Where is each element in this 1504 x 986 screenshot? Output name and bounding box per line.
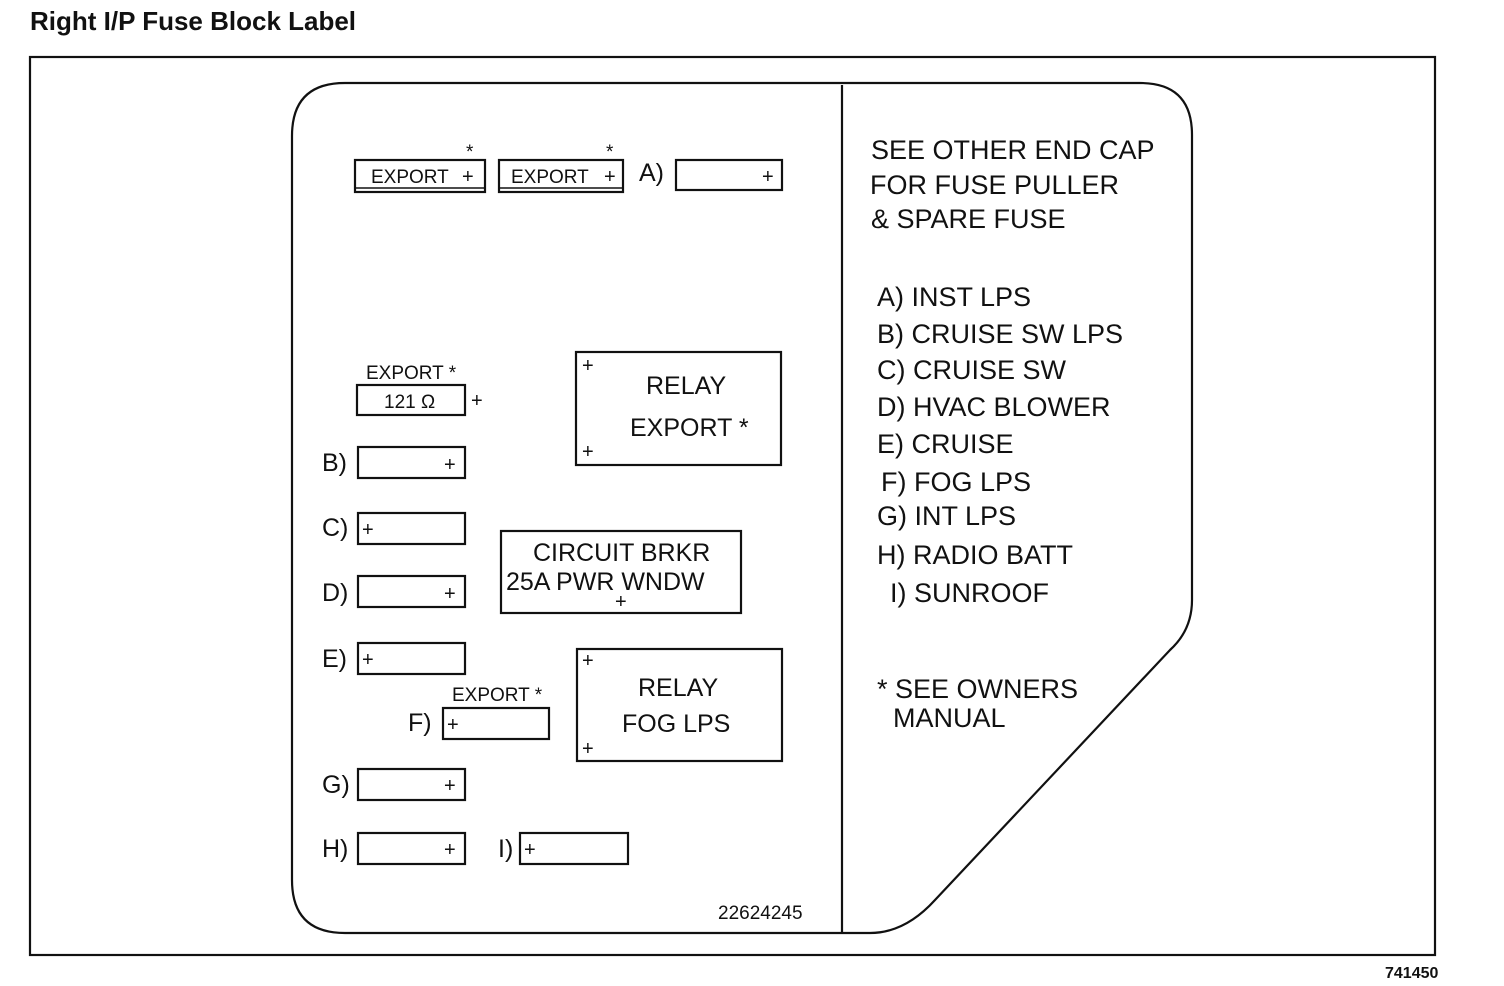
fuse-b: B) + [322, 445, 467, 480]
legend-item-a: A) INST LPS [877, 282, 1031, 312]
fuse-e: E) + [322, 641, 467, 676]
export-fuse-2-plus: + [604, 166, 616, 188]
resistor-plus: + [471, 390, 483, 412]
circuit-breaker-plus: + [615, 591, 627, 613]
export-fuse-1-label: EXPORT [371, 167, 449, 188]
fuse-i: I) + [498, 831, 630, 866]
fuse-f: EXPORT * F) + [408, 685, 551, 741]
circuit-breaker-line1: CIRCUIT BRKR [533, 539, 710, 567]
end-cap-note-line2: FOR FUSE PULLER [870, 170, 1119, 200]
circuit-breaker-line2: 25A PWR WNDW [506, 568, 705, 596]
legend-item-g: G) INT LPS [877, 501, 1016, 531]
export-fuse-1-plus: + [462, 166, 474, 188]
legend-item-c: C) CRUISE SW [877, 355, 1067, 385]
end-cap-note-line3: & SPARE FUSE [871, 204, 1066, 234]
fuse-a-label: A) [639, 159, 664, 187]
end-cap-note-line1: SEE OTHER END CAP [871, 135, 1155, 165]
fuse-f-export-label: EXPORT * [452, 685, 543, 706]
fuse-g-plus: + [444, 775, 456, 797]
resistor-label: EXPORT * [366, 363, 457, 384]
figure-number: 741450 [1385, 965, 1438, 982]
resistor-121-ohm: EXPORT * 121 Ω + [355, 363, 483, 417]
owners-note-line1: * SEE OWNERS [877, 674, 1078, 704]
fuse-c-label: C) [322, 514, 348, 542]
fuse-f-plus: + [447, 714, 459, 736]
fuse-c: C) + [322, 511, 467, 546]
fuse-g-label: G) [322, 771, 350, 799]
export-fuse-2: EXPORT + * [497, 142, 625, 194]
relay-fog-lps: + + RELAY FOG LPS [575, 647, 784, 763]
legend-item-e: E) CRUISE [877, 429, 1014, 459]
legend-item-h: H) RADIO BATT [877, 540, 1073, 570]
fuse-a-plus: + [762, 166, 774, 188]
relay-fog-line1: RELAY [638, 674, 718, 702]
export-fuse-2-label: EXPORT [511, 167, 589, 188]
fuse-legend: A) INST LPS B) CRUISE SW LPS C) CRUISE S… [877, 282, 1123, 608]
legend-item-b: B) CRUISE SW LPS [877, 319, 1123, 349]
fuse-h-plus: + [444, 839, 456, 861]
owners-note-line2: MANUAL [893, 703, 1006, 733]
relay-fog-plus-bottom: + [582, 738, 594, 760]
fuse-i-label: I) [498, 835, 513, 863]
fuse-a: A) + [639, 158, 784, 192]
fuse-d-label: D) [322, 579, 348, 607]
fuse-f-label: F) [408, 709, 432, 737]
legend-item-i: I) SUNROOF [890, 578, 1049, 608]
fuse-b-plus: + [444, 454, 456, 476]
relay-export-line2: EXPORT * [630, 414, 749, 442]
export-fuse-2-asterisk: * [606, 142, 614, 163]
end-cap-note: SEE OTHER END CAP FOR FUSE PULLER & SPAR… [870, 135, 1155, 234]
fuse-e-label: E) [322, 645, 347, 673]
relay-export-plus-top: + [582, 355, 594, 377]
fuse-e-plus: + [362, 649, 374, 671]
diagram-title: Right I/P Fuse Block Label [30, 6, 356, 36]
relay-fog-line2: FOG LPS [622, 710, 730, 738]
relay-export: + + RELAY EXPORT * [574, 350, 783, 467]
relay-export-line1: RELAY [646, 372, 726, 400]
export-fuse-1-asterisk: * [466, 142, 474, 163]
resistor-value: 121 Ω [384, 392, 435, 413]
fuse-c-plus: + [362, 519, 374, 541]
fuse-g: G) + [322, 767, 467, 802]
legend-item-f: F) FOG LPS [881, 467, 1031, 497]
fuse-d: D) + [322, 574, 467, 609]
fuse-d-plus: + [444, 583, 456, 605]
fuse-i-plus: + [524, 839, 536, 861]
export-fuse-1: EXPORT + * [353, 142, 487, 194]
fuse-b-label: B) [322, 449, 347, 477]
relay-export-plus-bottom: + [582, 441, 594, 463]
relay-fog-plus-top: + [582, 650, 594, 672]
outer-frame [28, 55, 1437, 957]
circuit-breaker: CIRCUIT BRKR 25A PWR WNDW + [499, 529, 743, 615]
legend-item-d: D) HVAC BLOWER [877, 392, 1111, 422]
part-number: 22624245 [718, 903, 803, 924]
fuse-h-label: H) [322, 835, 348, 863]
fuse-h: H) + [322, 831, 467, 866]
owners-manual-note: * SEE OWNERS MANUAL [877, 674, 1078, 733]
